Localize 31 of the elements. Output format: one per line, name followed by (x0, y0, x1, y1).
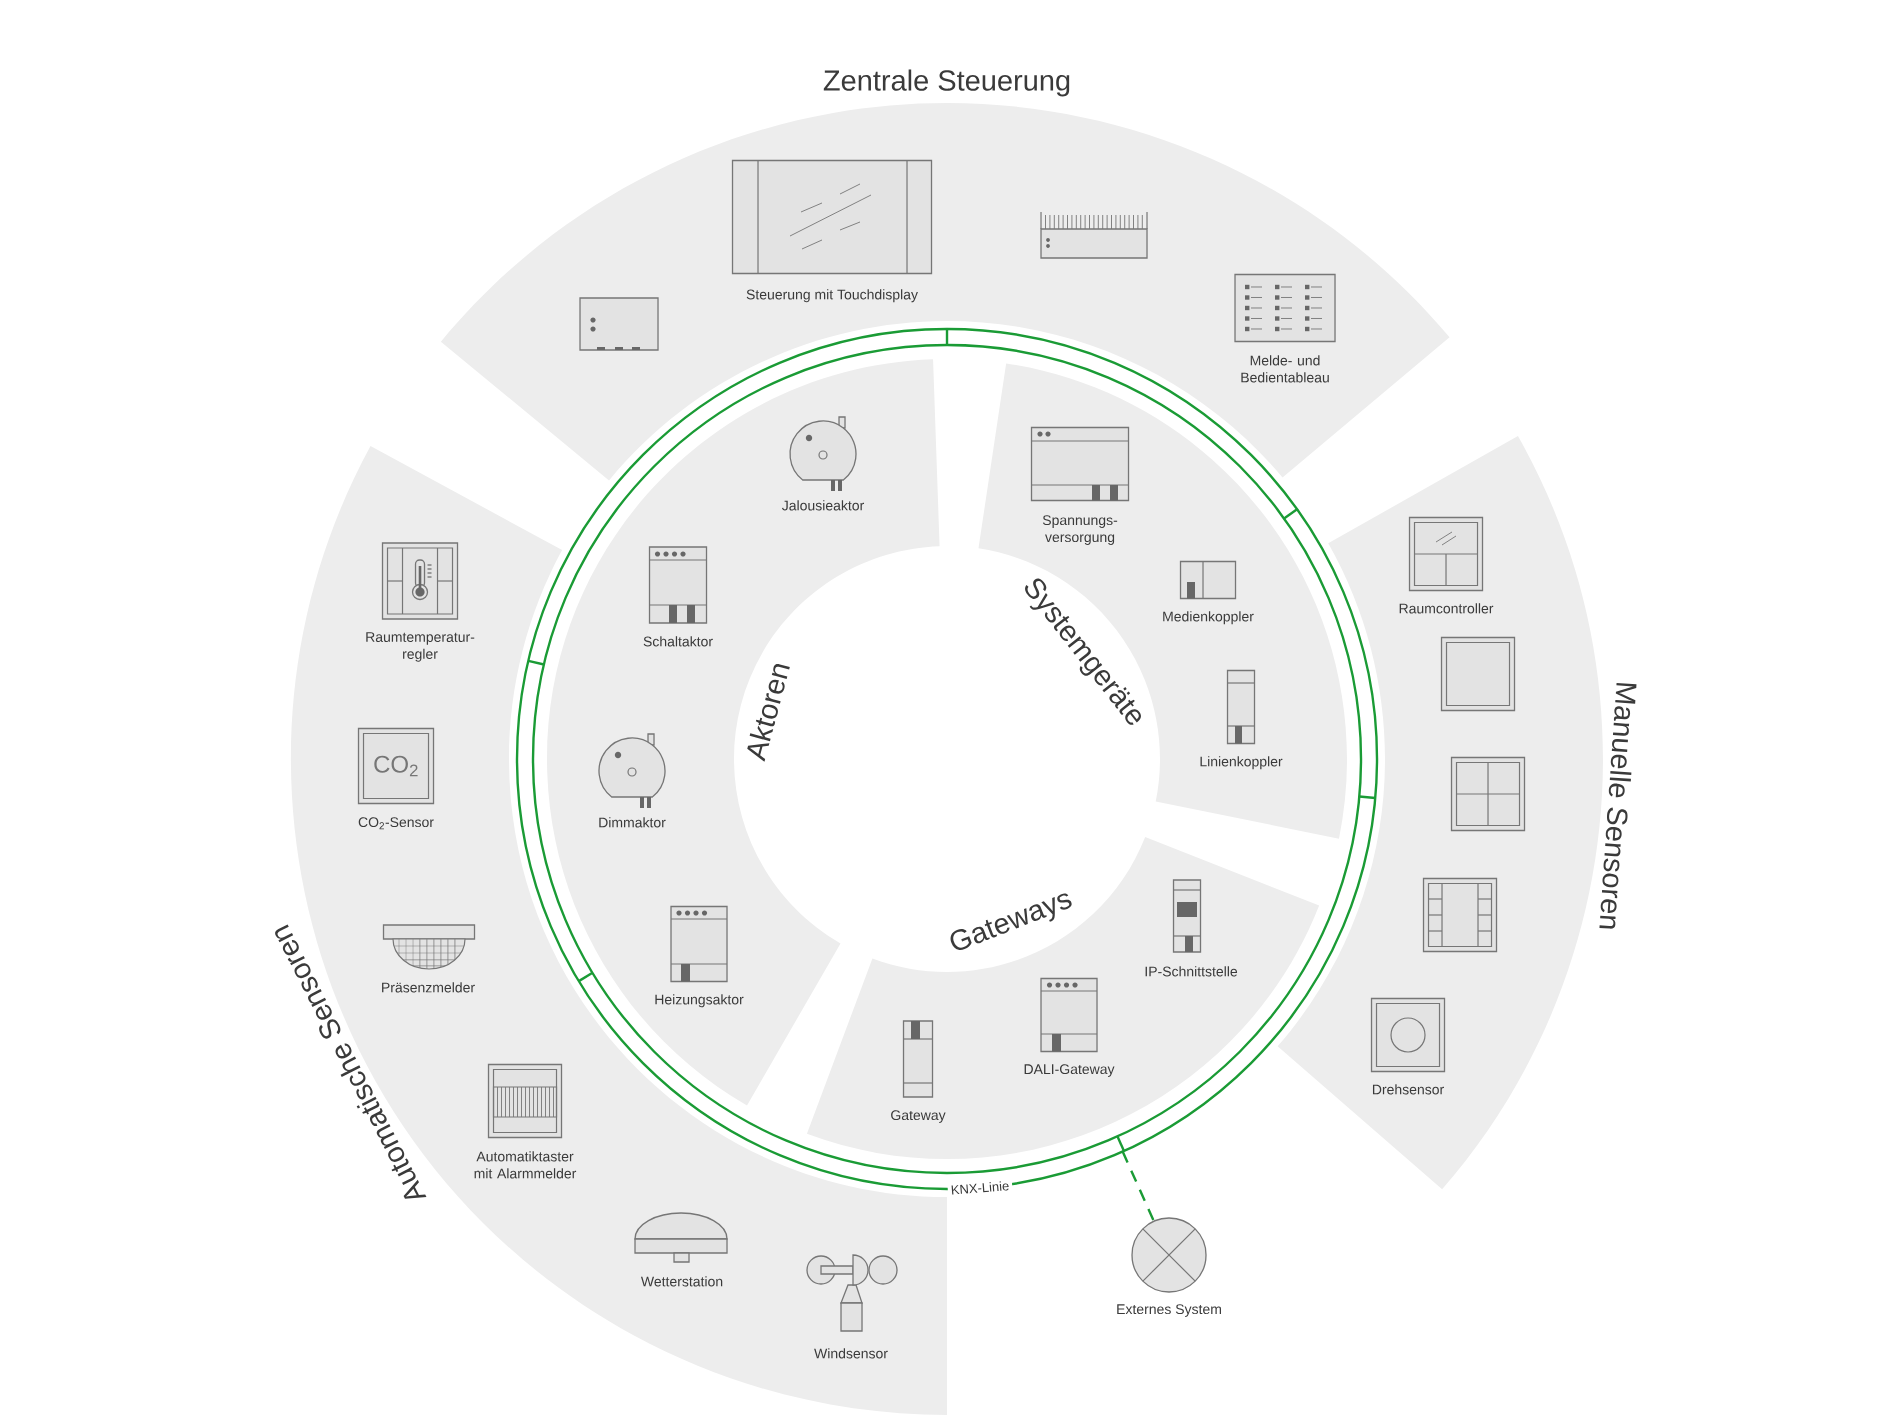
device-label: Jalousieaktor (782, 500, 864, 511)
device-label: Externes System (1117, 1304, 1221, 1317)
device-label: Wetterstation (640, 1276, 723, 1287)
ring-label: KNX-Linie (947, 1177, 1013, 1198)
device-label: DALI-Gateway (1024, 1064, 1115, 1077)
connector-line (1121, 1150, 1155, 1222)
server-box-icon (579, 297, 659, 351)
device-label: Spannungs- versorgung (1042, 515, 1118, 545)
device-label: Raumtemperatur- regler (366, 632, 475, 662)
switch-frame-icon (1440, 636, 1516, 712)
node-label: Zentrale Steuerung (823, 69, 1070, 97)
device-label: Schaltaktor (643, 636, 713, 647)
node-label: Aktoren (747, 664, 790, 762)
device-label: Steuerung mit Touchdisplay (746, 289, 918, 303)
device-label: Linienkoppler (1200, 756, 1283, 770)
device-label: CO$_{2}$-Sensor (358, 817, 434, 830)
device-label: Windsensor (814, 1348, 888, 1359)
device-label: Heizungsaktor (655, 994, 744, 1008)
device-label: Präsenzmelder (382, 982, 475, 993)
sensor-panel: CO$_{2}$ (357, 727, 435, 805)
device-label: Automatiktaster mit Alarmmelder (474, 1151, 577, 1179)
device-label: Gateway (891, 1110, 946, 1123)
device-label: Drehsensor (1373, 1084, 1444, 1095)
device-label: Medienkoppler (1163, 611, 1254, 625)
device-label: Dimmaktor (599, 817, 666, 828)
push-button-icon (1450, 756, 1526, 832)
device-label: Raumcontroller (1399, 603, 1494, 614)
node-label: Manuelle Sensoren (1599, 682, 1637, 929)
server-icon (1040, 211, 1148, 259)
device-label: IP-Schnittstelle (1145, 966, 1238, 977)
push-button-icon (1422, 877, 1498, 953)
